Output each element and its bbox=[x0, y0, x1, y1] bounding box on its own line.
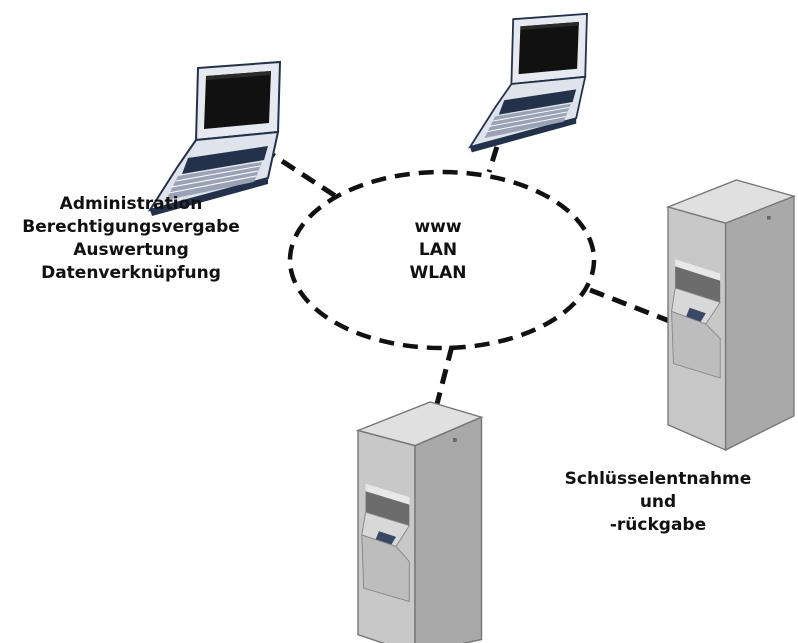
kiosk-function-label: Schlüsselentnahme und -rückgabe bbox=[530, 468, 786, 537]
laptop-left-icon bbox=[147, 60, 282, 216]
network-types-label: www LAN WLAN bbox=[378, 216, 498, 285]
key-kiosk-bottom-icon bbox=[355, 401, 484, 643]
admin-line-2: Berechtigungsvergabe bbox=[22, 217, 240, 237]
kiosk-line-1: Schlüsselentnahme bbox=[564, 469, 752, 489]
network-line-1: www bbox=[414, 217, 462, 237]
admin-line-4: Datenverknüpfung bbox=[41, 263, 221, 283]
link-laptop-left bbox=[260, 145, 339, 200]
laptop-right-icon bbox=[467, 12, 588, 153]
network-ellipse bbox=[287, 169, 597, 351]
link-kiosk-right bbox=[589, 287, 673, 325]
admin-functions-label: Administration Berechtigungsvergabe Ausw… bbox=[0, 193, 262, 285]
key-kiosk-right-icon bbox=[665, 179, 797, 452]
network-line-3: WLAN bbox=[409, 263, 467, 283]
network-line-2: LAN bbox=[418, 240, 458, 260]
link-kiosk-bottom bbox=[434, 345, 455, 405]
admin-line-1: Administration bbox=[59, 194, 203, 214]
kiosk-line-3: -rückgabe bbox=[609, 515, 707, 535]
kiosk-line-2: und bbox=[639, 492, 677, 512]
admin-line-3: Auswertung bbox=[73, 240, 189, 260]
